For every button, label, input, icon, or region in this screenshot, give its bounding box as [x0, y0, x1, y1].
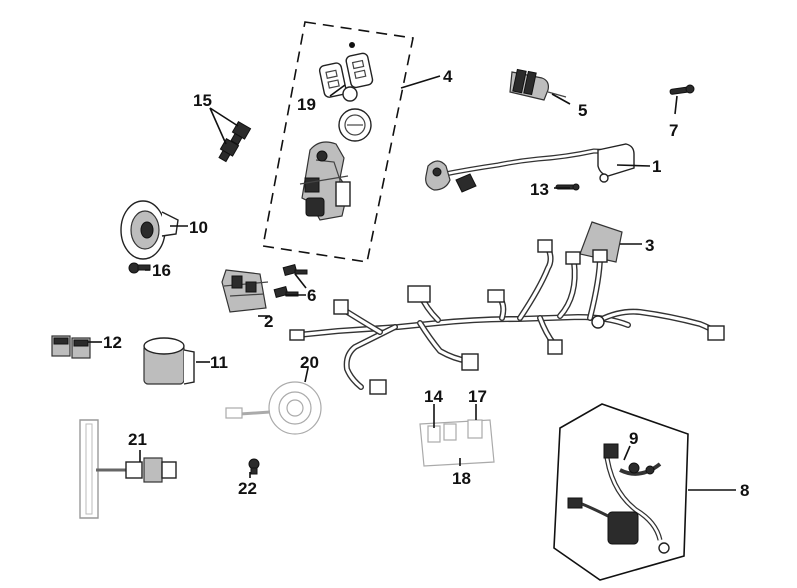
sensor-bracket-21 — [79, 419, 177, 519]
callout-19: 19 — [297, 95, 316, 114]
callout-18: 18 — [452, 469, 471, 488]
callout-5: 5 — [578, 101, 587, 120]
callout-3: 3 — [645, 236, 654, 255]
screw-16 — [128, 262, 151, 274]
callout-15: 15 — [193, 91, 212, 110]
main-wiring-harness — [289, 239, 725, 395]
fuse-12 — [51, 335, 91, 359]
callout-21: 21 — [128, 430, 147, 449]
leader-lines — [88, 75, 736, 491]
callout-2: 2 — [264, 312, 273, 331]
battery-cable-set-8 — [553, 403, 689, 581]
callout-12: 12 — [103, 333, 122, 352]
callout-10: 10 — [189, 218, 208, 237]
flasher-11 — [143, 337, 195, 385]
sensor-cable-1 — [425, 143, 635, 193]
ignition-key-set — [262, 21, 414, 263]
bolts-6 — [273, 263, 308, 299]
regulator-2 — [221, 269, 269, 313]
pad-3 — [579, 221, 623, 263]
screw-22 — [248, 458, 260, 475]
callout-11: 11 — [210, 353, 228, 372]
screw-7 — [669, 84, 695, 95]
callout-14: 14 — [424, 387, 443, 406]
sensor-ring-20 — [225, 381, 322, 435]
callout-17: 17 — [468, 387, 487, 406]
callout-16: 16 — [152, 261, 171, 280]
callout-labels: 1 2 3 4 5 6 7 8 9 10 11 12 13 14 15 16 1… — [103, 67, 749, 500]
callout-4: 4 — [443, 67, 453, 86]
callout-8: 8 — [740, 481, 749, 500]
callout-7: 7 — [669, 121, 678, 140]
callout-20: 20 — [300, 353, 319, 372]
relay-5 — [509, 68, 567, 101]
callout-1: 1 — [652, 157, 661, 176]
callout-6: 6 — [307, 286, 316, 305]
fuse-box-18 — [419, 419, 495, 467]
bolt-13 — [555, 183, 580, 191]
bolt-pair-15 — [218, 121, 252, 163]
callout-22: 22 — [238, 479, 257, 498]
callout-9: 9 — [629, 429, 638, 448]
horn-10 — [120, 200, 179, 260]
callout-13: 13 — [530, 180, 549, 199]
